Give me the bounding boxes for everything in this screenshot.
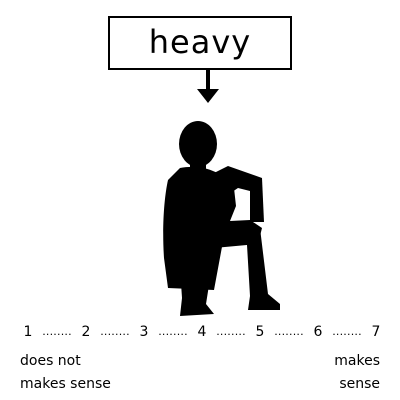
scale-point-3[interactable]: 3 [139,324,149,340]
scale-point-4[interactable]: 4 [197,324,207,340]
rating-scale: 1 ........ 2 ........ 3 ........ 4 .....… [18,322,388,342]
scale-point-6[interactable]: 6 [313,324,323,340]
scale-point-2[interactable]: 2 [81,324,91,340]
scale-separator: ........ [332,325,362,338]
scale-point-7[interactable]: 7 [371,324,381,340]
scale-point-5[interactable]: 5 [255,324,265,340]
scale-separator: ........ [100,325,130,338]
stimulus-word-box: heavy [108,16,292,70]
scale-point-1[interactable]: 1 [23,324,33,340]
scale-separator: ........ [42,325,72,338]
scale-separator: ........ [216,325,246,338]
scale-separator: ........ [158,325,188,338]
stimulus-word: heavy [148,23,252,61]
scale-anchor-high-line-2: sense [339,376,380,392]
down-arrow-icon [197,70,219,103]
scale-anchor-high-line-1: makes [334,353,380,369]
scale-anchor-low-line-2: makes sense [20,376,111,392]
seated-person-silhouette [163,121,280,316]
scale-anchor-low-line-1: does not [20,353,81,369]
scale-anchor-high: makes sense [334,350,380,396]
scale-anchor-low: does not makes sense [20,350,111,396]
scale-separator: ........ [274,325,304,338]
